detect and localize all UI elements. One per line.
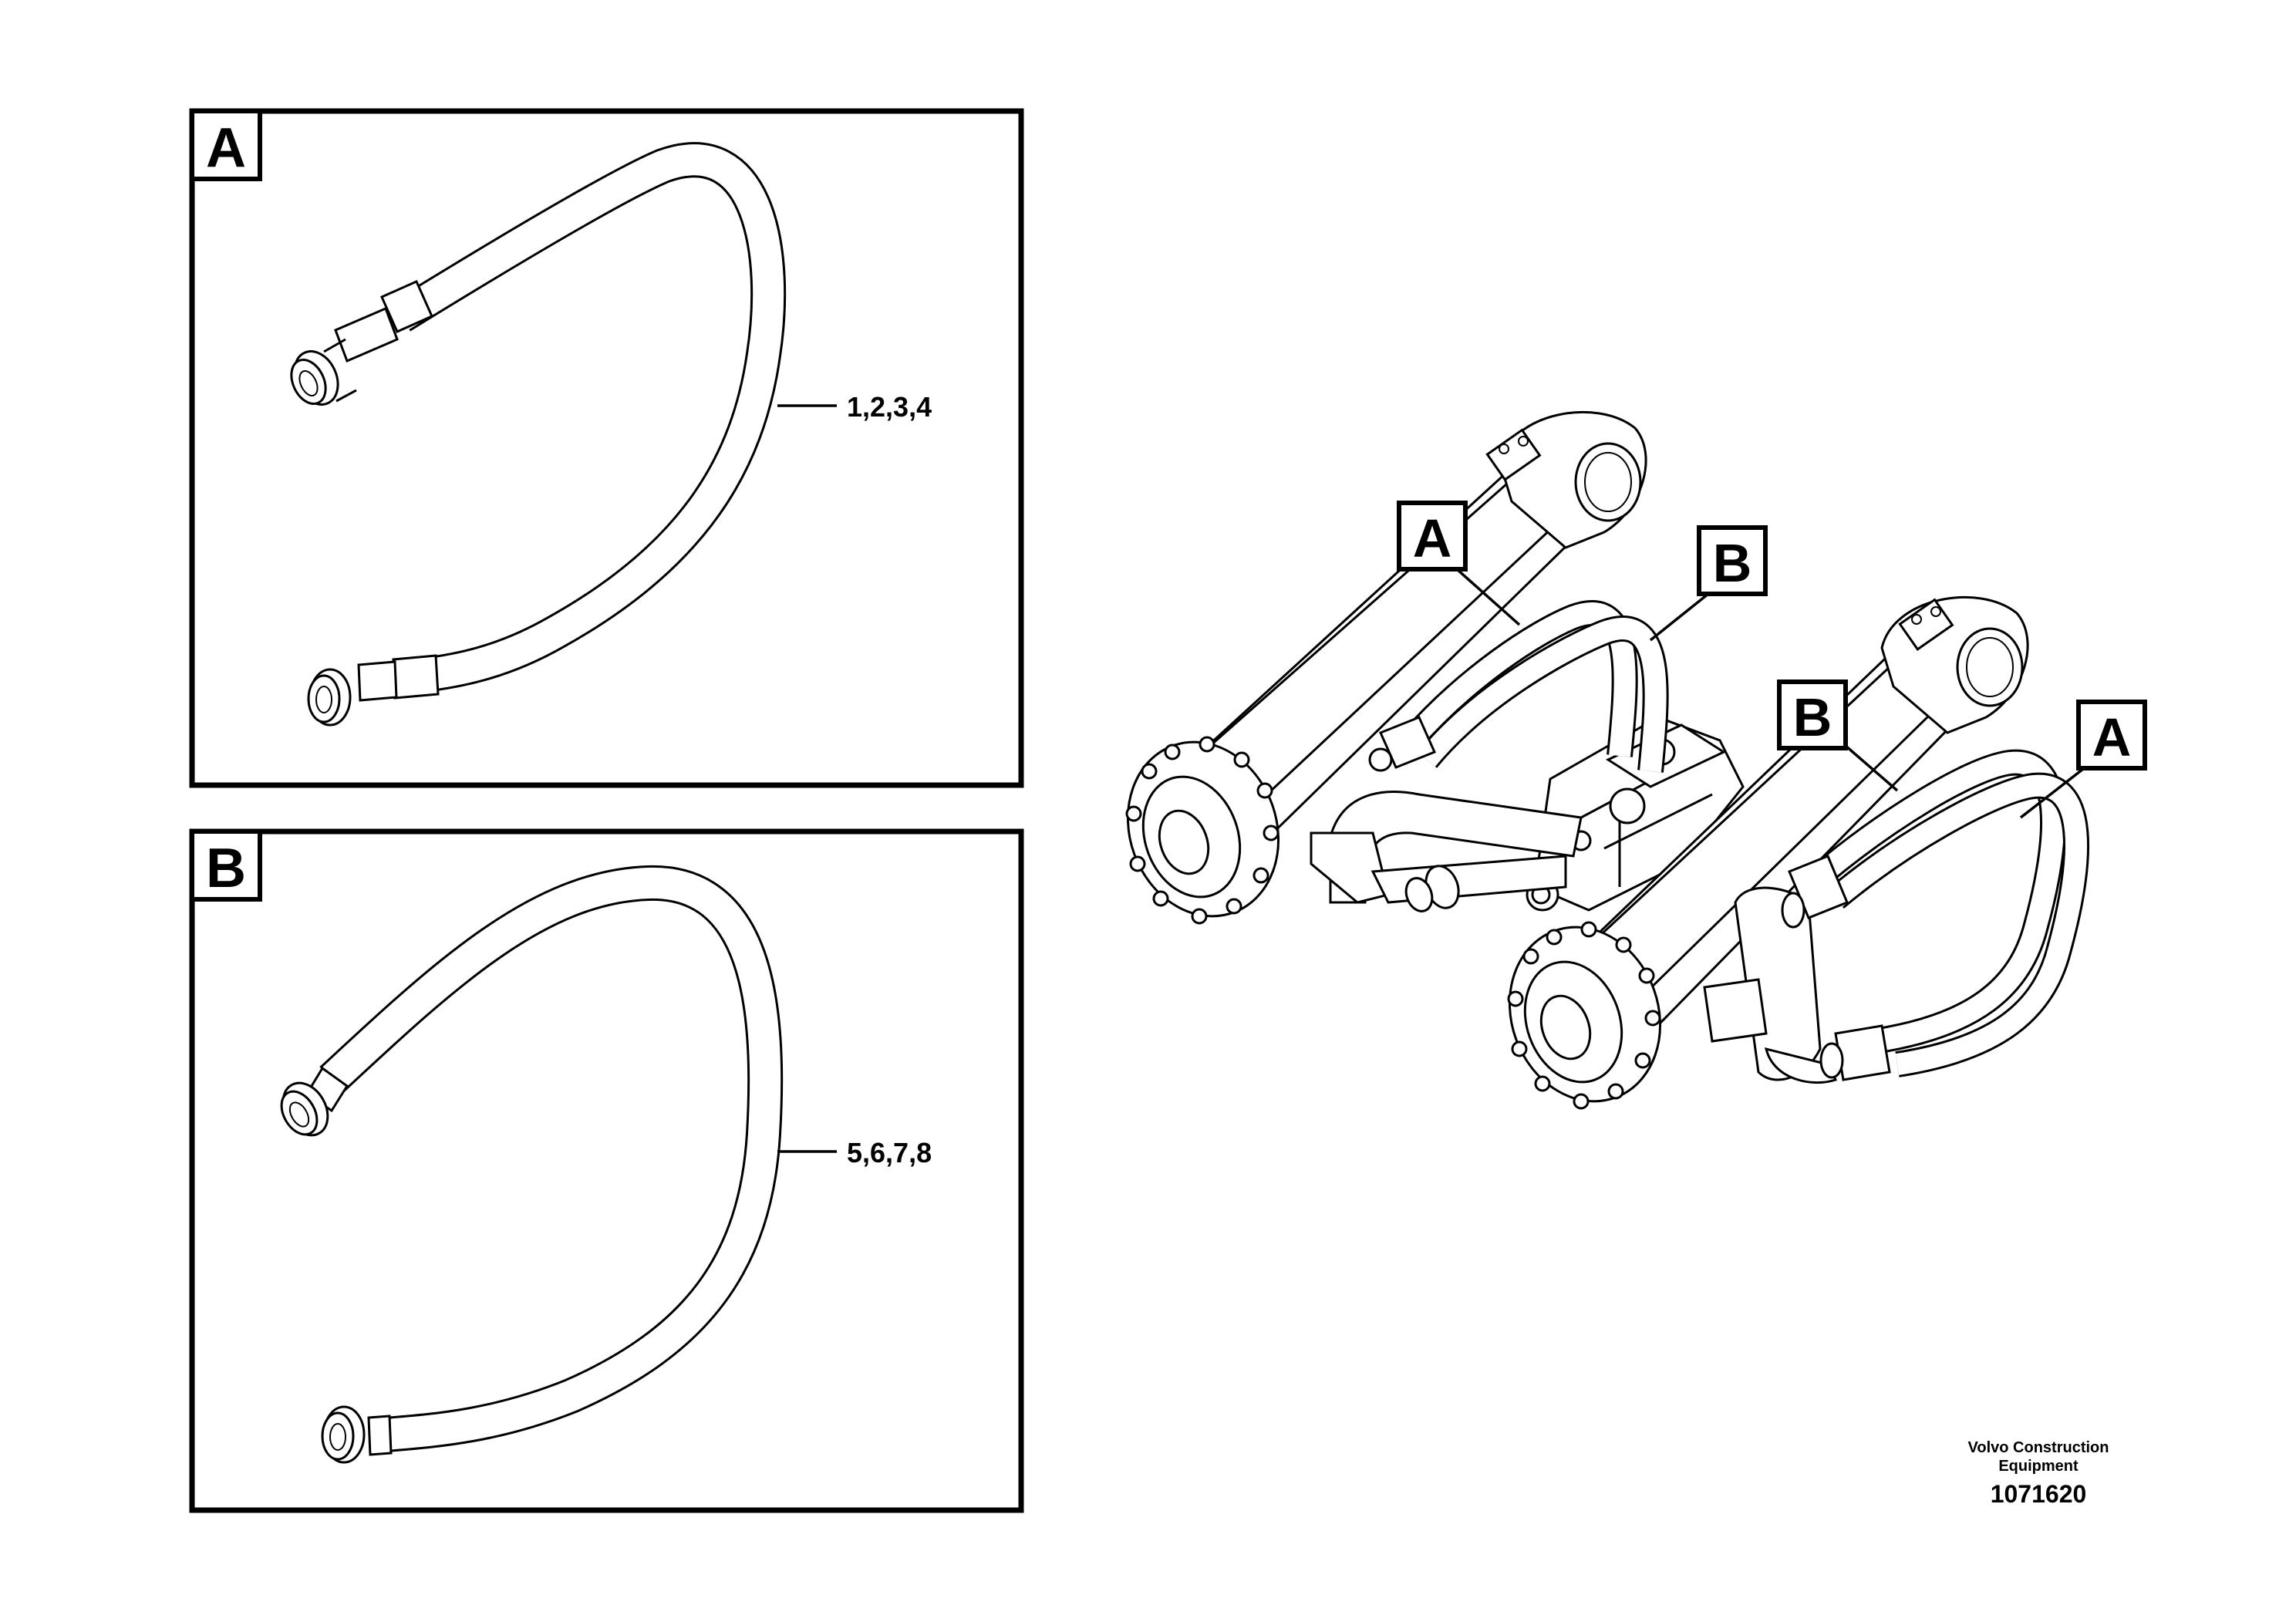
hose-b-upper-fitting (280, 1066, 349, 1137)
right-cylinder (1507, 596, 2029, 1110)
assembly-left-a-leader (1448, 561, 1521, 626)
left-cylinder-bolts (1125, 736, 1279, 925)
assembly-right-b-leader (1838, 739, 1899, 792)
right-frame-tube (1703, 886, 1838, 1084)
drawing-number: 1071620 (1991, 1480, 2087, 1508)
hose-a (290, 142, 787, 727)
detail-b-tag-box (190, 829, 262, 902)
assembly-left-b-box (1697, 525, 1768, 596)
hose-b-lower-fitting (321, 1405, 393, 1464)
assembly-right-a-box (2076, 700, 2147, 771)
company-line-2: Equipment (1998, 1458, 2079, 1475)
assembly-left-a-box (1397, 501, 1468, 572)
right-hose-pair (1781, 749, 2090, 1081)
hose-a-upper-fitting (290, 280, 433, 406)
frame-tube (1310, 791, 1583, 912)
right-cylinder-bolts (1507, 921, 1661, 1110)
detail-a-tag-box (190, 109, 262, 181)
assembly-right-a-tag: A (2092, 707, 2132, 767)
assembly-right-a-leader (2019, 762, 2092, 819)
left-hose-pair (1368, 600, 1669, 773)
assembly-left-a-tag: A (1413, 508, 1452, 568)
footer: Volvo Construction Equipment 1071620 (1968, 1439, 2109, 1508)
detail-b-frame (189, 828, 1024, 1513)
hose-b (280, 865, 784, 1464)
callout-b-label: 5,6,7,8 (847, 1137, 932, 1168)
detail-a-panel: A 1,2,3,4 (189, 108, 1024, 788)
left-cylinder (1125, 411, 1647, 925)
detail-b-tag: B (206, 838, 246, 899)
company-line-1: Volvo Construction (1968, 1439, 2109, 1456)
callout-a-label: 1,2,3,4 (847, 391, 932, 423)
assembly-left-b-leader (1649, 586, 1718, 642)
assembly-right-b-tag: B (1793, 687, 1832, 747)
hose-a-lower-fitting (307, 654, 440, 727)
assembly-left-b-tag: B (1713, 533, 1752, 593)
detail-a-tag: A (206, 117, 246, 179)
detail-b-panel: B 5,6,7,8 (189, 828, 1024, 1513)
assembly-right-b-box (1777, 679, 1848, 750)
assembly-view: A B B A (1125, 411, 2147, 1110)
